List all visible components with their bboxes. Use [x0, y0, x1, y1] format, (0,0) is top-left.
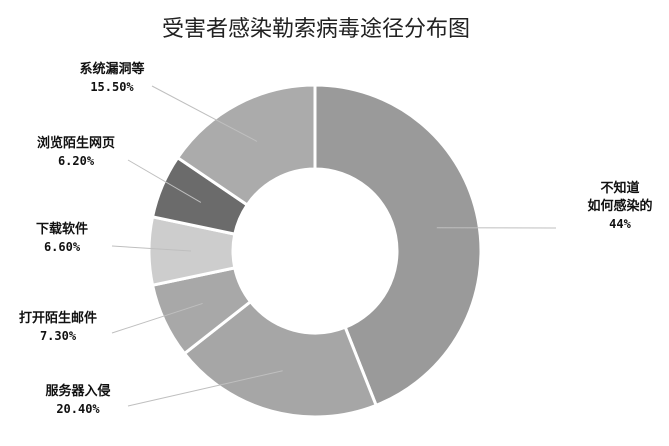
chart-title: 受害者感染勒索病毒途径分布图	[162, 17, 470, 42]
leader-line-4	[127, 159, 202, 203]
slice-value-2: 7.30%	[40, 329, 77, 343]
slice-value-1: 20.40%	[56, 402, 100, 416]
slice-label-3-line-0: 下载软件	[36, 221, 88, 237]
slice-value-4: 6.20%	[58, 154, 95, 168]
slice-0	[313, 83, 483, 408]
slice-label-1-line-0: 服务器入侵	[45, 383, 110, 399]
slice-5	[175, 83, 317, 207]
slice-1	[182, 299, 379, 419]
slices-group	[147, 83, 483, 419]
slice-label-2-line-0: 打开陌生邮件	[19, 310, 97, 326]
slice-label-0-line-0: 不知道	[600, 180, 639, 196]
slice-value-5: 15.50%	[90, 80, 134, 94]
slice-label-5-line-0: 系统漏洞等	[79, 61, 144, 77]
leader-line-5	[151, 85, 258, 142]
slice-label-0-line-1: 如何感染的	[587, 198, 652, 214]
leader-line-1	[127, 370, 283, 407]
leader-line-3	[111, 245, 192, 252]
leader-line-2	[111, 302, 203, 334]
slice-value-0: 44%	[609, 217, 631, 231]
leader-lines-group	[111, 85, 557, 407]
slice-value-3: 6.60%	[44, 240, 81, 254]
slice-label-4-line-0: 浏览陌生网页	[37, 135, 115, 151]
